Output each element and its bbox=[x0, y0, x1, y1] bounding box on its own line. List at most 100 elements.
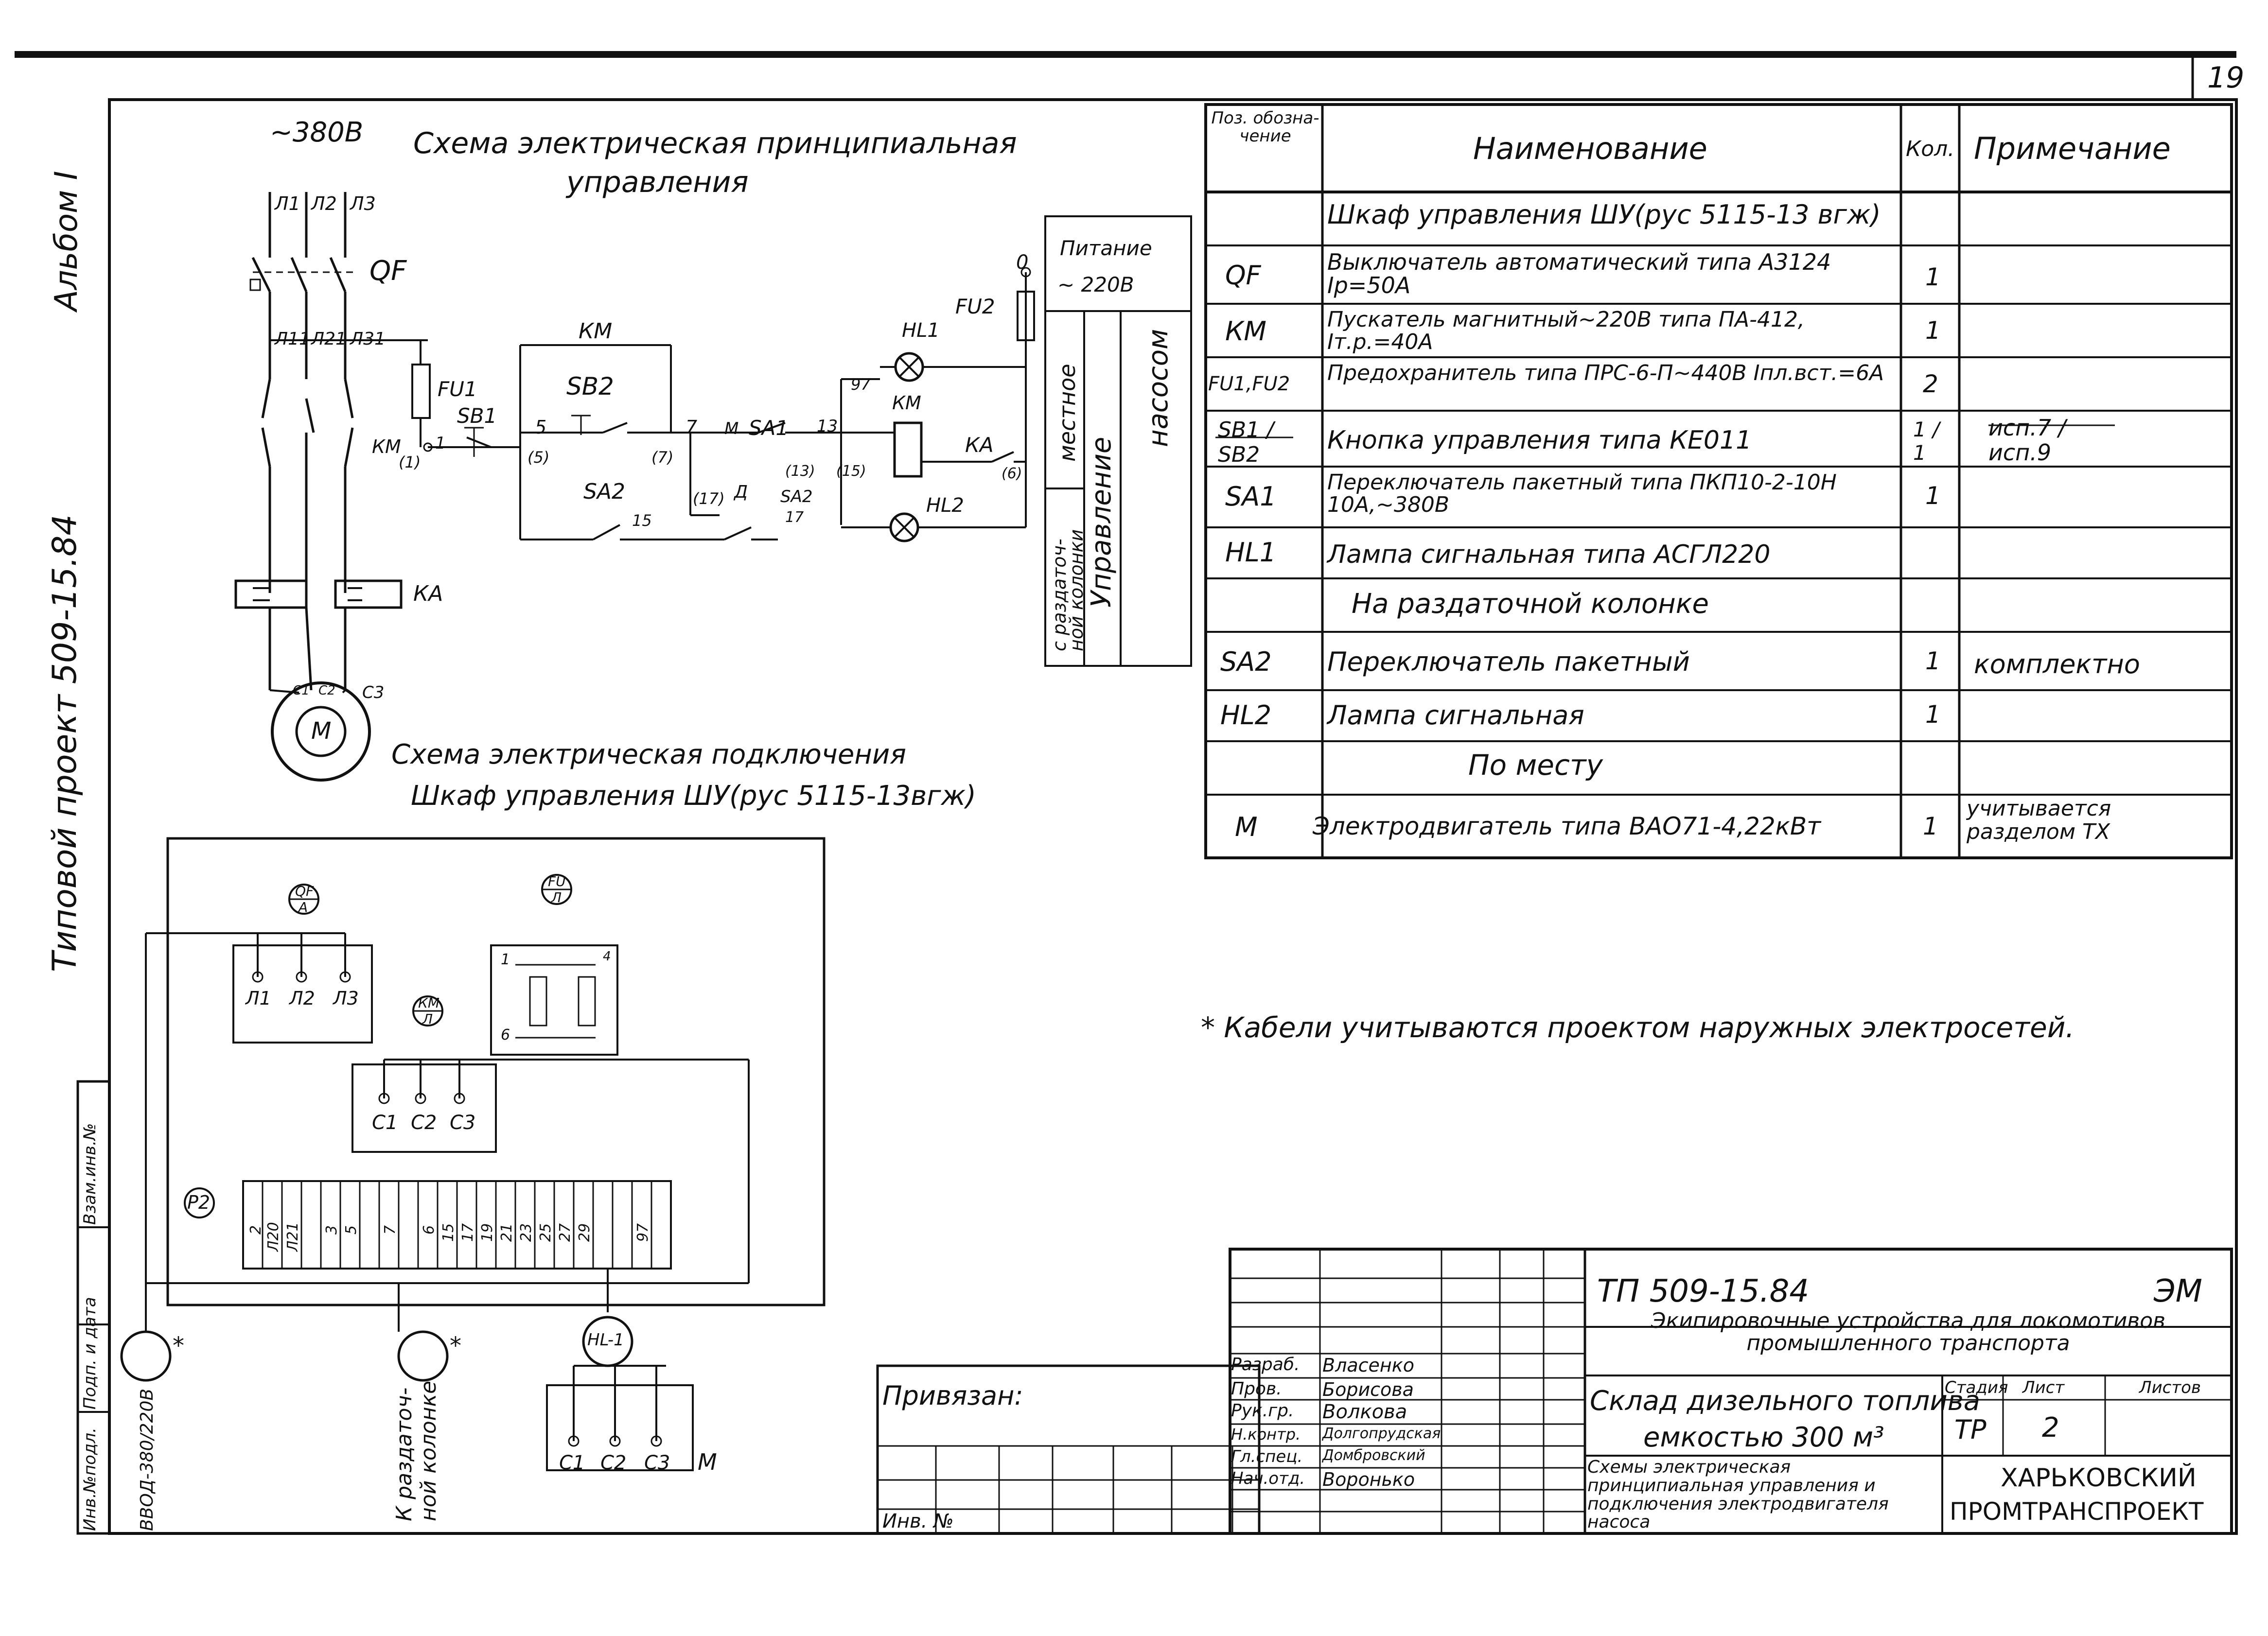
node-15p: (15) bbox=[836, 463, 866, 480]
spec-row-hl1-name: Лампа сигнальная типа АСГЛ220 bbox=[1327, 540, 1771, 569]
phase-l3: Л3 bbox=[350, 193, 376, 214]
remote-label-2: ной колонке bbox=[416, 1380, 441, 1521]
m-term-c1: С1 bbox=[559, 1452, 585, 1474]
terminal-97: 97 bbox=[634, 1223, 651, 1242]
tb-sheet: 2 bbox=[2042, 1412, 2059, 1444]
motor-term-c2: С2 bbox=[318, 683, 335, 698]
sa1-label: SA1 bbox=[749, 416, 789, 440]
node-13p: (13) bbox=[785, 463, 815, 480]
motor-term-c1: С1 bbox=[293, 683, 310, 698]
principal-subtitle: управления bbox=[566, 165, 749, 199]
col-local: местное bbox=[1054, 364, 1080, 462]
phase-l1: Л1 bbox=[275, 193, 300, 214]
col-remote-2: ной колонки bbox=[1066, 529, 1087, 651]
tb-role-1: Пров. bbox=[1231, 1379, 1282, 1399]
terminal-7: 7 bbox=[382, 1225, 399, 1235]
tb-role-3: Н.контр. bbox=[1231, 1425, 1301, 1444]
qf-term-l1: Л1 bbox=[246, 988, 271, 1009]
fu1-label: FU1 bbox=[438, 377, 477, 401]
km-term-c3: С3 bbox=[450, 1112, 476, 1134]
fu-circle-bottom: Л bbox=[551, 889, 562, 905]
km-contact-id: (1) bbox=[399, 453, 421, 471]
node-97: 97 bbox=[851, 375, 871, 394]
spec-header-name: Наименование bbox=[1473, 131, 1707, 166]
terminal-17: 17 bbox=[459, 1223, 476, 1242]
cable-note: * Кабели учитываются проектом наружных э… bbox=[1201, 1011, 2075, 1044]
tb-name-3: Долгопрудская bbox=[1322, 1425, 1441, 1442]
hl1-label: HL1 bbox=[902, 319, 940, 342]
spec-section-cabinet: Шкаф управления ШУ(рус 5115-13 вгж) bbox=[1327, 199, 1881, 230]
spec-row-qf-qty: 1 bbox=[1925, 263, 1941, 291]
tb-stage-label: Стадия bbox=[1945, 1378, 2008, 1397]
node-m: М bbox=[724, 419, 739, 438]
terminal-21: 21 bbox=[498, 1223, 515, 1242]
spec-row-fu-qty: 2 bbox=[1923, 370, 1938, 398]
tb-drawing-title: Схемы электрическая принципиальная управ… bbox=[1587, 1457, 1889, 1532]
phase-l11: Л11 bbox=[275, 329, 310, 349]
terminal-3: 3 bbox=[323, 1225, 340, 1235]
tb-role-5: Нач.отд. bbox=[1231, 1469, 1305, 1488]
connection-title: Схема электрическая подключения bbox=[391, 739, 906, 770]
terminal-6: 6 bbox=[421, 1225, 438, 1235]
spec-row-qf-name: Выключатель автоматический типа А3124 Iр… bbox=[1327, 249, 1831, 299]
spec-row-sb-qty: 1 / 1 bbox=[1913, 418, 1940, 465]
sa2-label-remote: SA2 bbox=[780, 487, 813, 506]
tb-inv-label: Инв. № bbox=[882, 1510, 954, 1532]
tb-code: ТП 509-15.84 bbox=[1597, 1273, 1810, 1309]
spec-row-sa2-pos: SA2 bbox=[1220, 646, 1272, 677]
tb-role-4: Гл.спец. bbox=[1231, 1447, 1303, 1466]
tb-bound-label: Привязан: bbox=[882, 1380, 1023, 1411]
km-term-c1: С1 bbox=[372, 1112, 398, 1134]
tb-section: ЭМ bbox=[2154, 1273, 2202, 1309]
spec-row-m-qty: 1 bbox=[1923, 812, 1938, 840]
km-circle-top: КМ bbox=[418, 995, 440, 1011]
spec-row-sa2-note: комплектно bbox=[1974, 649, 2140, 679]
album-label: Альбом I bbox=[49, 171, 85, 311]
terminal-l21: Л21 bbox=[284, 1222, 301, 1252]
hl-circle-label: HL-1 bbox=[587, 1330, 624, 1350]
col-pump-1: Управление bbox=[1086, 436, 1117, 608]
hl2-label: HL2 bbox=[926, 494, 964, 517]
spec-row-hl2-pos: HL2 bbox=[1220, 700, 1272, 731]
ka-label: КА bbox=[413, 581, 443, 606]
supply-value: ~ 220В bbox=[1057, 273, 1134, 296]
spec-row-sa1-pos: SA1 bbox=[1225, 481, 1277, 512]
connection-subtitle: Шкаф управления ШУ(рус 5115-13вгж) bbox=[411, 780, 976, 812]
fu2-label: FU2 bbox=[955, 295, 995, 318]
tb-object-1: Склад дизельного топлива bbox=[1590, 1385, 1981, 1417]
fu-label-6: 6 bbox=[501, 1027, 510, 1044]
input-star: * bbox=[173, 1332, 184, 1359]
m-box-label: М bbox=[698, 1449, 717, 1475]
sa2-label: SA2 bbox=[583, 479, 626, 504]
input-cable-label: ВВОД-380/220В bbox=[137, 1388, 157, 1531]
tb-sheet-label: Лист bbox=[2022, 1378, 2065, 1397]
spec-row-km-name: Пускатель магнитный~220В типа ПА-412, Iт… bbox=[1327, 307, 1805, 355]
tb-name-1: Борисова bbox=[1322, 1379, 1414, 1400]
fu-circle-top: FU bbox=[548, 873, 566, 889]
spec-header-note: Примечание bbox=[1974, 131, 2171, 166]
fu-label-4: 4 bbox=[603, 949, 611, 964]
tb-role-0: Разраб. bbox=[1231, 1355, 1300, 1375]
voltage-label: ~380В bbox=[270, 117, 364, 148]
spec-row-m-note: учитывается разделом ТХ bbox=[1967, 796, 2111, 845]
qf-circle-top: QF bbox=[295, 883, 314, 899]
node-1: 1 bbox=[435, 434, 446, 453]
zero-label: 0 bbox=[1016, 251, 1029, 274]
tb-object-2: емкостью 300 м³ bbox=[1643, 1422, 1884, 1453]
qf-label: QF bbox=[369, 255, 407, 287]
m-term-c3: С3 bbox=[644, 1452, 670, 1474]
phase-l31: Л31 bbox=[350, 329, 386, 349]
stamp-sign-label: Подп. и дата bbox=[80, 1297, 100, 1410]
phase-l2: Л2 bbox=[311, 193, 337, 214]
spec-row-hl2-name: Лампа сигнальная bbox=[1327, 700, 1584, 731]
spec-row-fu-pos: FU1,FU2 bbox=[1208, 373, 1290, 395]
km-contact-label: КМ bbox=[372, 436, 401, 457]
terminal-19: 19 bbox=[479, 1223, 496, 1242]
node-15: 15 bbox=[632, 511, 652, 530]
spec-row-sa2-name: Переключатель пакетный bbox=[1327, 646, 1690, 677]
spec-row-hl2-qty: 1 bbox=[1925, 700, 1941, 729]
node-5p: (5) bbox=[527, 448, 550, 467]
node-7p: (7) bbox=[651, 448, 674, 467]
spec-section-place: По месту bbox=[1468, 748, 1603, 782]
